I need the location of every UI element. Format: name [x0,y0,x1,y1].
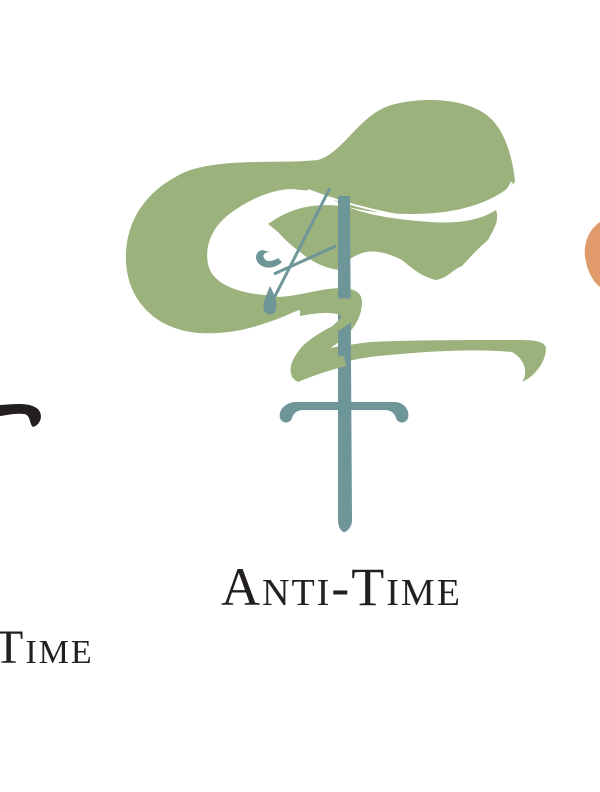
wordmark-partial-time: Time [0,621,94,674]
sword-crossguard [279,402,409,423]
partial-emblem-left [0,403,41,427]
curl-ornament [256,250,282,268]
letter-a-stroke [266,187,332,311]
wordmark-anti-time: Anti-Time [221,557,462,617]
letter-a-crossbar [273,244,337,276]
green-swirl-front [290,298,361,382]
green-hair-emblem [125,100,546,382]
teardrop-ornament [263,286,277,315]
partial-emblem-right [584,222,600,287]
